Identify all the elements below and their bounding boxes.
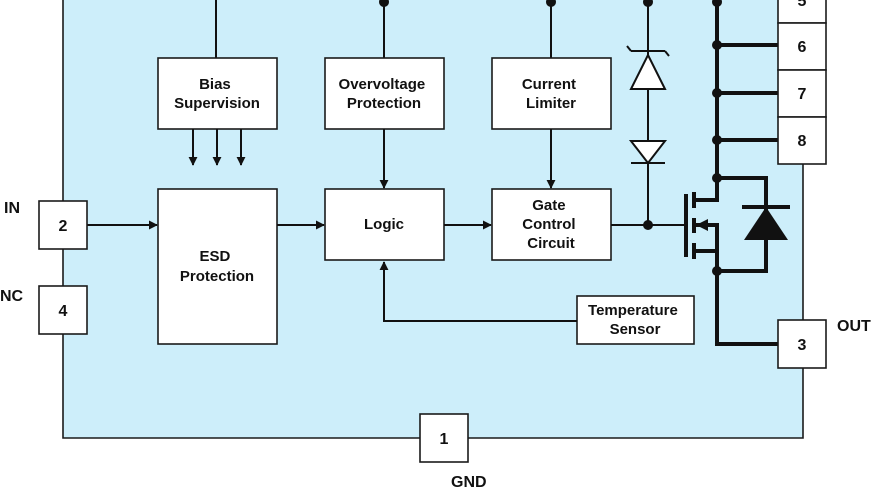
zener-diode-bar: [626, 45, 632, 52]
gate-control-circuit-block: [491, 188, 612, 261]
gate-control-circuit-label: Gate Control Circuit: [522, 197, 580, 252]
junction-dot: [712, 40, 722, 50]
pin-8-number: 8: [798, 133, 807, 150]
pin-7-number: 7: [798, 86, 807, 103]
pin-6-out: [777, 22, 827, 71]
junction-dot: [712, 0, 722, 7]
pin-4-number: 4: [59, 303, 68, 320]
junction-dot: [546, 0, 556, 7]
pin-3-number: 3: [798, 337, 807, 354]
junction-dot: [379, 0, 389, 7]
pin-2-in: [38, 200, 88, 250]
pin-3-out: [777, 319, 827, 369]
body-diode-icon: [744, 207, 788, 240]
bias-supervision-label: Bias Supervision: [174, 76, 260, 112]
zener-diode-bar: [664, 50, 670, 57]
nc-label: NC: [0, 288, 24, 305]
zener-diode-icon: [629, 52, 667, 90]
in-label: IN: [4, 200, 20, 217]
temperature-to-logic-arrow: [379, 261, 577, 322]
bias-supervision-block: [157, 57, 278, 130]
temperature-sensor-label: Temperature Sensor: [588, 302, 682, 338]
mosfet-body-arrow: [696, 219, 708, 231]
overvoltage-protection-label: Overvoltage Protection: [339, 76, 430, 112]
esd-protection-label: ESD Protection: [180, 248, 254, 285]
pin-7-out: [777, 69, 827, 118]
esd-protection-block: [157, 188, 278, 345]
gnd-label: GND: [451, 474, 487, 491]
pin-4-nc: [38, 285, 88, 335]
logic-label: Logic: [364, 216, 404, 233]
junction-dot: [643, 0, 653, 7]
temperature-sensor-block: [576, 295, 695, 345]
pin-1-number: 1: [440, 431, 449, 448]
current-limiter-label: Current Limiter: [522, 76, 580, 112]
overvoltage-protection-block: [324, 57, 445, 130]
logic-block: [324, 188, 445, 261]
diode-icon: [628, 140, 668, 165]
pin-1-gnd: [419, 413, 469, 463]
out-label: OUT: [837, 318, 871, 335]
junction-dot: [712, 135, 722, 145]
pin-2-number: 2: [59, 218, 68, 235]
pin-8-out: [777, 116, 827, 165]
pin-6-number: 6: [798, 39, 807, 56]
current-limiter-block: [491, 57, 612, 130]
pin-5-number: 5: [798, 0, 807, 10]
junction-dot: [643, 220, 653, 230]
junction-dot: [712, 88, 722, 98]
